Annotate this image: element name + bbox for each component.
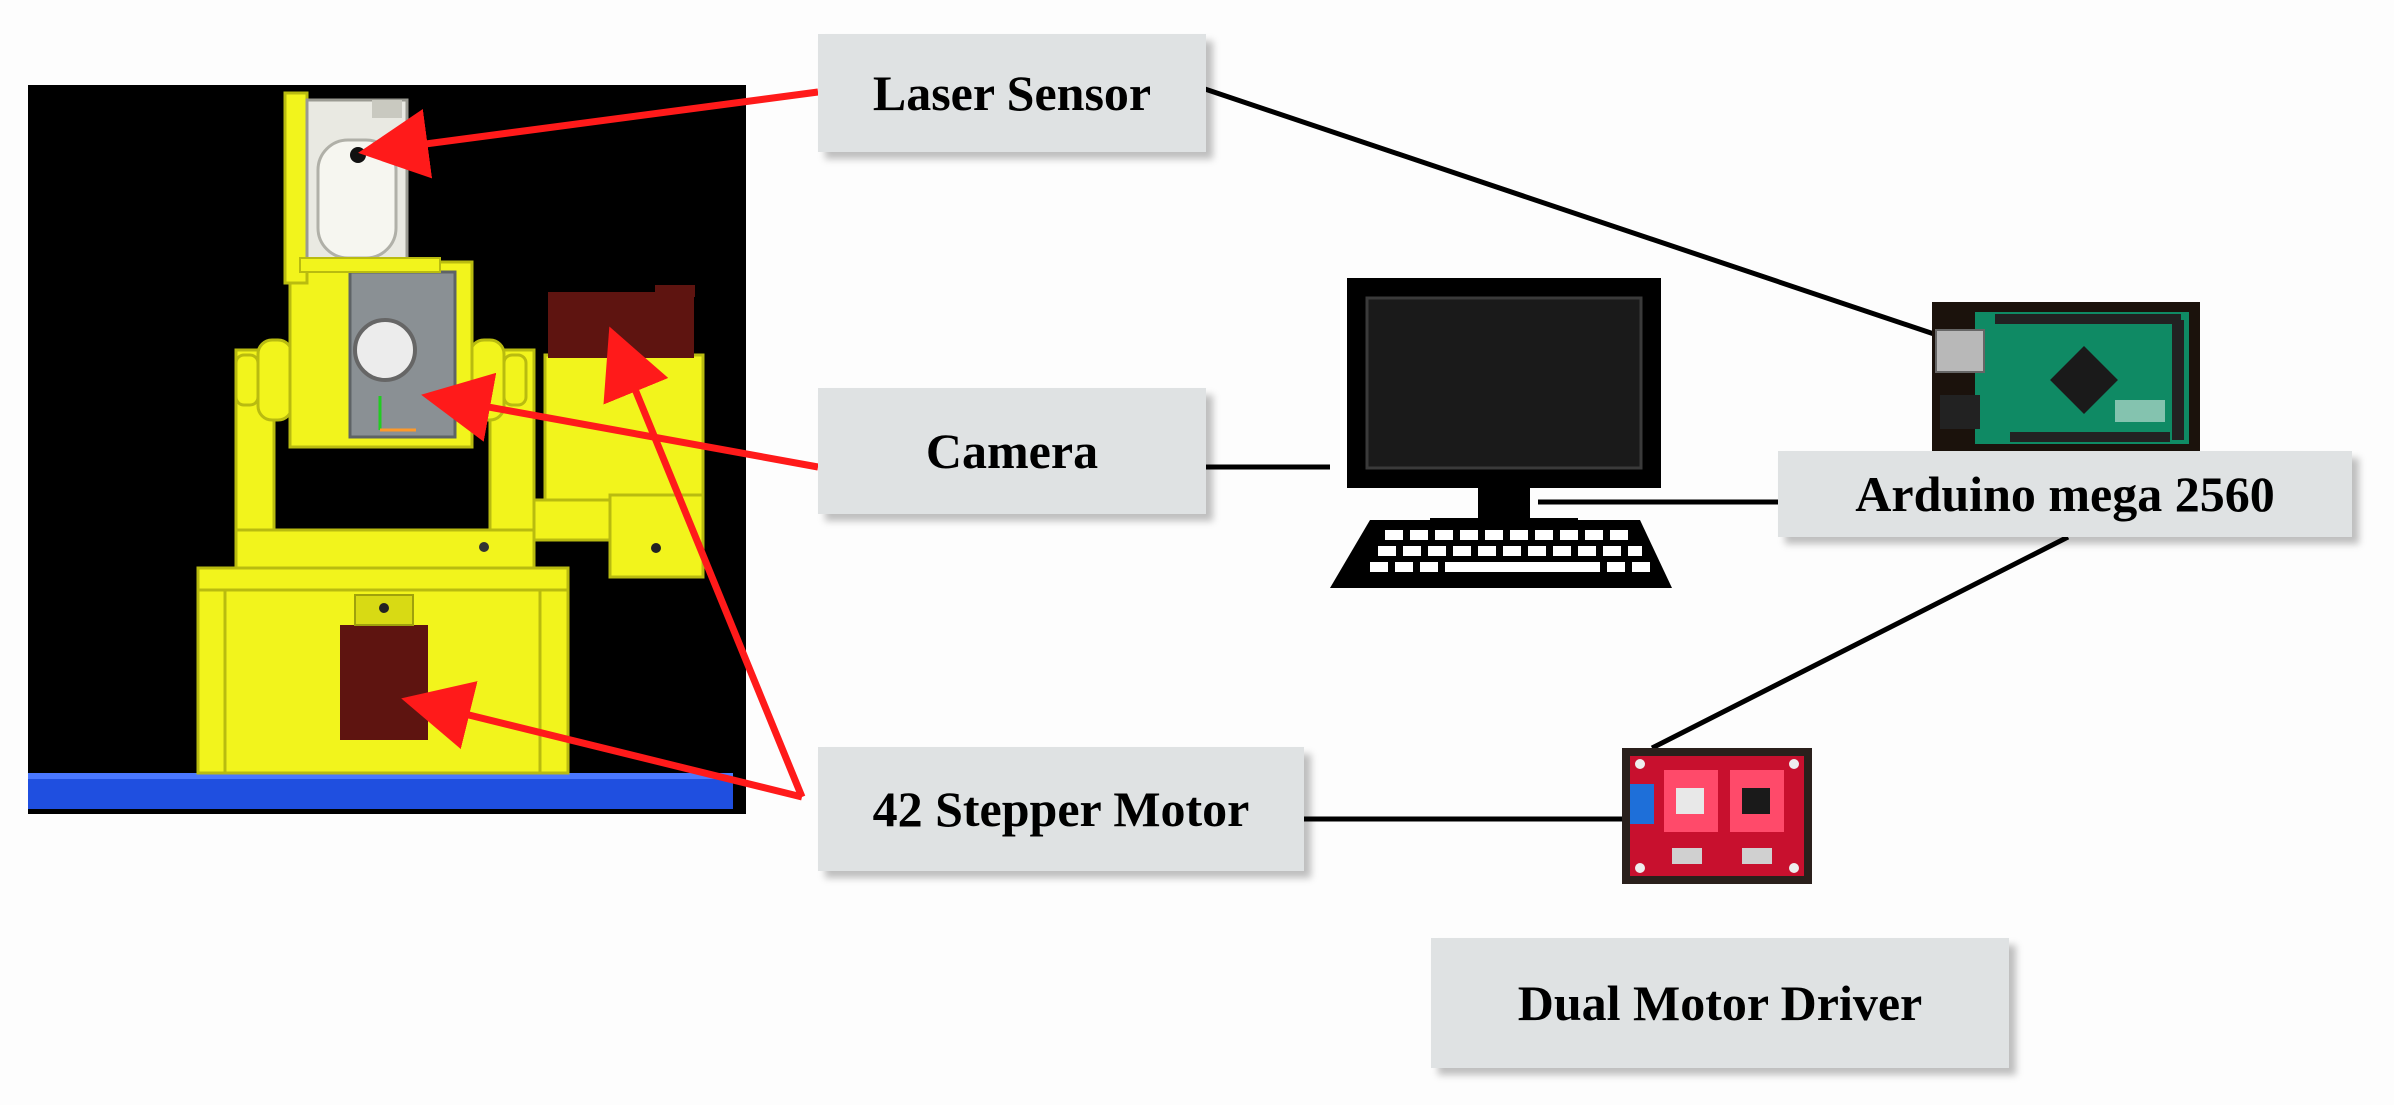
arduino-usb-port bbox=[1935, 329, 1985, 373]
sensor-base bbox=[299, 257, 441, 273]
arduino-power-jack bbox=[1940, 395, 1980, 429]
arrow-to-laser-sensor bbox=[358, 88, 819, 179]
laser-sensor-text: Laser Sensor bbox=[872, 65, 1152, 121]
camera-label: Camera bbox=[818, 388, 1206, 514]
driver-terminal bbox=[1630, 784, 1654, 824]
monitor-screen bbox=[1365, 296, 1643, 470]
camera-lens bbox=[353, 318, 417, 382]
monitor-neck bbox=[1478, 488, 1530, 522]
keyboard-keys bbox=[1370, 530, 1650, 572]
driver-hole-bl bbox=[1635, 863, 1645, 873]
laser-sensor-label: Laser Sensor bbox=[818, 34, 1206, 152]
arrow-to-camera bbox=[421, 372, 819, 471]
arduino-text: Arduino mega 2560 bbox=[1855, 466, 2275, 522]
arduino-header-right bbox=[2172, 320, 2184, 440]
arduino-board-photo bbox=[1932, 302, 2200, 452]
crossbar-screw bbox=[479, 542, 489, 552]
driver-chip-1 bbox=[1676, 788, 1704, 814]
stepper-motor-label: 42 Stepper Motor bbox=[818, 747, 1304, 871]
line-laser-to-arduino bbox=[1195, 83, 1935, 337]
line-arduino-to-driver bbox=[1650, 534, 2070, 751]
side-stepper-motor-top bbox=[655, 285, 695, 297]
driver-chip-2 bbox=[1742, 788, 1770, 814]
arrow-to-bottom-motor bbox=[401, 681, 803, 801]
arduino-header-bottom bbox=[2010, 432, 2170, 442]
stepper-motor-text: 42 Stepper Motor bbox=[872, 781, 1250, 837]
motor-driver-board-photo bbox=[1622, 748, 1812, 884]
desktop-computer-icon bbox=[1330, 278, 1672, 588]
robot-model-render bbox=[28, 85, 746, 814]
base-plate-highlight bbox=[28, 773, 733, 779]
arduino-label: Arduino mega 2560 bbox=[1778, 451, 2352, 537]
side-bracket-screw bbox=[651, 543, 661, 553]
driver-dip-2 bbox=[1742, 848, 1772, 864]
camera-text: Camera bbox=[925, 423, 1099, 479]
arduino-header-top bbox=[1995, 314, 2181, 324]
right-pivot-outer bbox=[502, 353, 528, 407]
arduino-silkscreen bbox=[2115, 400, 2165, 422]
motor-driver-label: Dual Motor Driver bbox=[1431, 938, 2009, 1068]
arduino-chip bbox=[2050, 346, 2118, 414]
driver-hole-tr bbox=[1789, 759, 1799, 769]
motor-driver-text: Dual Motor Driver bbox=[1517, 975, 1923, 1031]
driver-dip-1 bbox=[1672, 848, 1702, 864]
mount-screw bbox=[379, 603, 389, 613]
side-bracket-arm bbox=[532, 498, 612, 542]
arrow-to-side-motor bbox=[603, 326, 806, 799]
driver-hole-br bbox=[1789, 863, 1799, 873]
driver-hole-tl bbox=[1635, 759, 1645, 769]
